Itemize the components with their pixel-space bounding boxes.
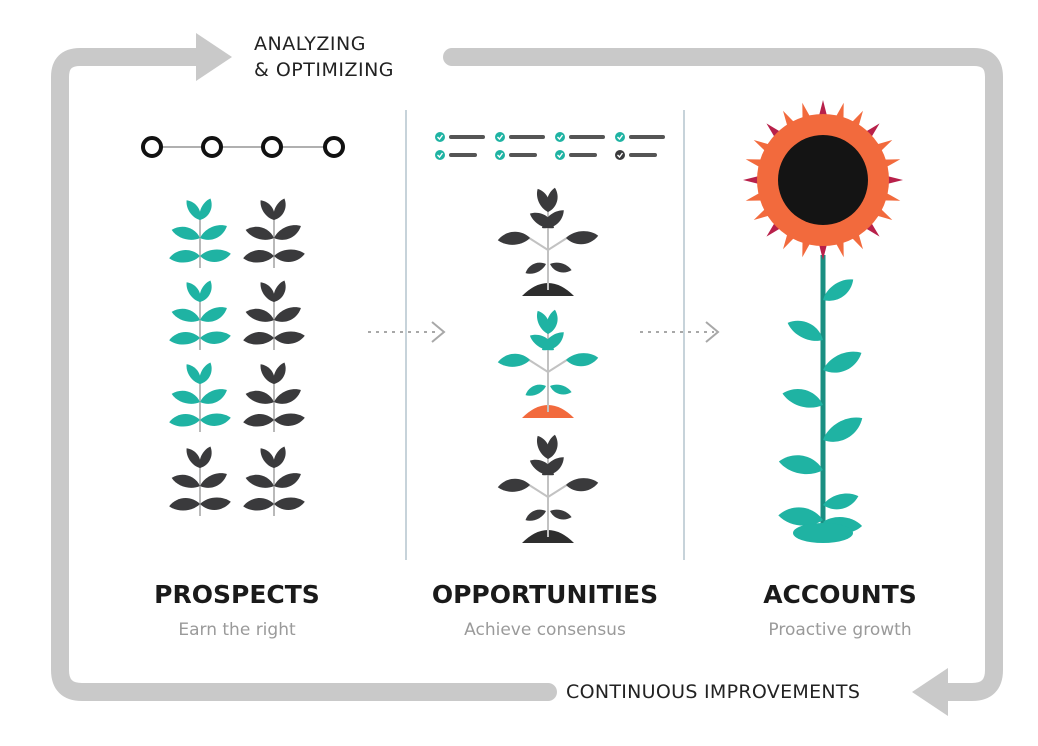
- checklist-col-4: [615, 132, 665, 160]
- plant-dark-r4c2: [243, 446, 305, 516]
- loop-arrowhead-top-icon: [196, 33, 232, 81]
- plant-teal-r2c1: [169, 280, 231, 350]
- opp-plant-3: [497, 434, 599, 543]
- stage-title-opportunities: OPPORTUNITIES: [431, 580, 659, 609]
- opp-plant-1: [497, 187, 599, 296]
- stage-title-prospects: PROSPECTS: [154, 580, 320, 609]
- loop-label-line1: ANALYZING: [254, 33, 366, 55]
- stage-subtitle-opportunities: Achieve consensus: [464, 620, 626, 640]
- loop-arrowhead-bottom-icon: [912, 668, 948, 716]
- opp-plant-2: [497, 309, 599, 418]
- plant-dark-r2c2: [243, 280, 305, 350]
- loop-label-analyzing: ANALYZING & OPTIMIZING: [254, 31, 394, 83]
- stage-title-accounts: ACCOUNTS: [763, 580, 917, 609]
- loop-label-continuous: CONTINUOUS IMPROVEMENTS: [566, 681, 861, 703]
- flow-arrow-1-icon: [368, 321, 446, 343]
- plant-teal-r3c1: [169, 362, 231, 432]
- checklist-icon: [435, 132, 665, 160]
- stage-subtitle-accounts: Proactive growth: [768, 620, 912, 640]
- plant-dark-r1c2: [243, 198, 305, 268]
- loop-track-left: [51, 48, 557, 701]
- flow-arrow-2-icon: [640, 321, 720, 343]
- stage-subtitle-prospects: Earn the right: [178, 620, 296, 640]
- plant-dark-r4c1: [169, 446, 231, 516]
- flower-icon: [743, 100, 903, 543]
- opportunities-plants: [497, 187, 599, 543]
- checklist-col-2: [495, 132, 545, 160]
- checklist-col-3: [555, 132, 605, 160]
- progress-dots-icon: [141, 136, 345, 158]
- loop-track-right: [443, 48, 1003, 701]
- prospects-plant-grid: [169, 198, 305, 516]
- loop-label-line2: & OPTIMIZING: [254, 59, 395, 81]
- loop-arrow: [51, 33, 1003, 716]
- plant-dark-r3c2: [243, 362, 305, 432]
- plant-teal-r1c1: [169, 198, 231, 268]
- checklist-col-1: [435, 132, 485, 160]
